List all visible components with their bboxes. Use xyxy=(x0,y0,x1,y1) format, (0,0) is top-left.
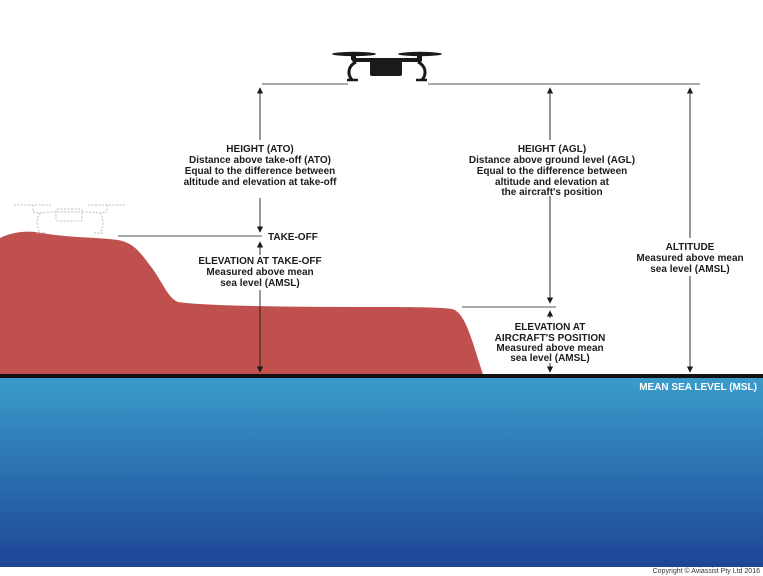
altitude-line2: sea level (AMSL) xyxy=(650,264,729,275)
takeoff-label: TAKE-OFF xyxy=(268,232,318,243)
elev-aircraft-title: ELEVATION AT xyxy=(515,322,586,333)
elev-aircraft-line3: sea level (AMSL) xyxy=(510,353,589,364)
height-ato-line1: Distance above take-off (ATO) xyxy=(189,155,331,166)
height-ato-line3: altitude and elevation at take-off xyxy=(184,177,337,188)
height-agl-title: HEIGHT (AGL) xyxy=(518,144,586,155)
height-agl-line3: altitude and elevation at xyxy=(495,177,610,188)
quadcopter-ghost-icon xyxy=(14,204,126,234)
msl-line xyxy=(0,374,763,378)
altitude-line1: Measured above mean xyxy=(636,253,743,264)
elev-takeoff-line2: sea level (AMSL) xyxy=(220,278,299,289)
elev-takeoff-title: ELEVATION AT TAKE-OFF xyxy=(198,256,321,267)
height-agl-line4: the aircraft's position xyxy=(501,187,602,198)
terrain-landmass xyxy=(0,231,484,377)
sea-area xyxy=(0,377,763,567)
height-agl-line1: Distance above ground level (AGL) xyxy=(469,155,635,166)
altitude-title: ALTITUDE xyxy=(666,242,715,253)
quadcopter-drone-icon xyxy=(332,51,442,82)
copyright-text: Copyright © Aviassist Pty Ltd 2016 xyxy=(653,567,760,575)
elev-takeoff-line1: Measured above mean xyxy=(206,267,313,278)
height-ato-title: HEIGHT (ATO) xyxy=(226,144,293,155)
elev-aircraft-line1: AIRCRAFT'S POSITION xyxy=(495,333,606,344)
msl-label: MEAN SEA LEVEL (MSL) xyxy=(639,382,757,393)
elev-aircraft-line2: Measured above mean xyxy=(496,343,603,354)
height-ato-line2: Equal to the difference between xyxy=(185,166,336,177)
height-agl-line2: Equal to the difference between xyxy=(477,166,628,177)
